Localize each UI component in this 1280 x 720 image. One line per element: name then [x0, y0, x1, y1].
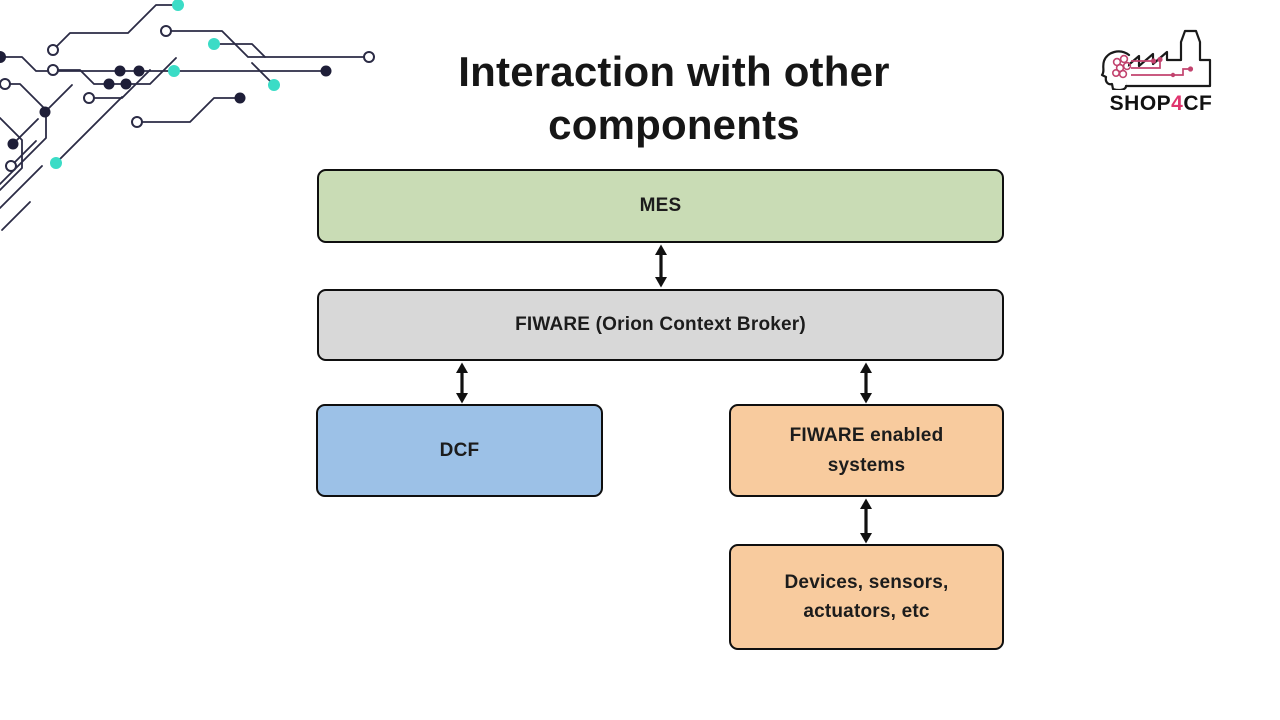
page-title: Interaction with other components	[458, 48, 890, 148]
box-label-devices: Devices, sensors, actuators, etc	[784, 571, 949, 622]
wordmark-shop: SHOP	[1109, 92, 1172, 115]
arrow-fes-devices	[860, 498, 872, 544]
diagram-box-fiware-enabled-systems: FIWARE enabled systems	[729, 404, 1004, 497]
shop4cf-logo-icon	[1100, 29, 1212, 92]
diagram-box-dcf: DCF	[316, 404, 603, 497]
box-label-fiware-enabled-systems: FIWARE enabled systems	[789, 425, 944, 476]
shop4cf-wordmark: SHOP4CF	[1093, 93, 1229, 114]
box-label-dcf: DCF	[439, 439, 480, 461]
diagram-box-fiware-orion: FIWARE (Orion Context Broker)	[317, 289, 1004, 361]
arrow-fiware-fes	[860, 362, 872, 404]
box-label-fiware-orion: FIWARE (Orion Context Broker)	[515, 314, 806, 336]
wordmark-four: 4	[1171, 92, 1184, 115]
box-label-mes: MES	[639, 195, 682, 217]
wordmark-cf: CF	[1183, 92, 1213, 115]
diagram-box-mes: MES	[317, 169, 1004, 243]
circuit-decoration	[0, 0, 375, 231]
arrow-fiware-dcf	[456, 362, 468, 404]
arrow-mes-fiware	[655, 244, 667, 288]
shop4cf-logo: SHOP4CF	[1093, 26, 1229, 114]
diagram-box-devices: Devices, sensors, actuators, etc	[729, 544, 1004, 650]
